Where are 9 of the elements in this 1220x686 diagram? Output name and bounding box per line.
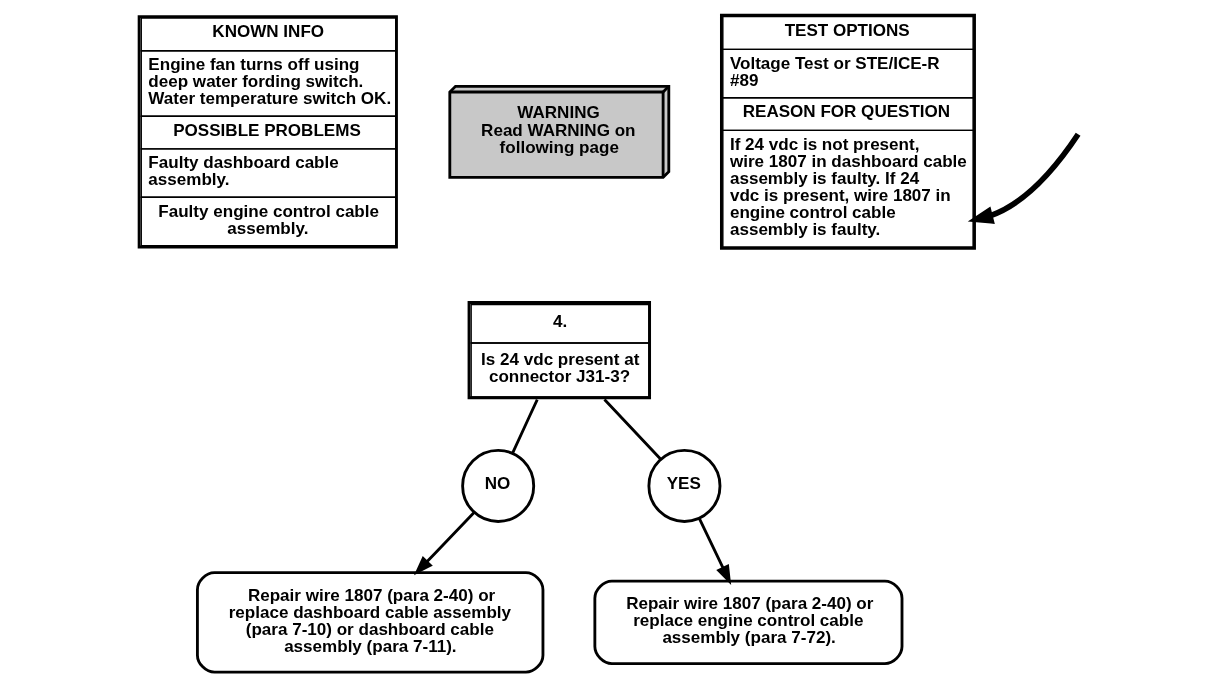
arrow — [967, 132, 1081, 224]
node-box: Repair wire 1807 (para 2-40) or replace dashboard cable assembly (para 7-10) or dashboard cable assembly (para 7-11). — [196, 571, 545, 674]
connector — [511, 398, 539, 454]
node-circle: NO — [461, 448, 536, 523]
node-box: Repair wire 1807 (para 2-40) or replace engine control cable assembly (para 7-72). — [593, 579, 904, 666]
connector — [603, 398, 662, 461]
arrow — [698, 517, 732, 585]
node-circle: YES — [647, 448, 722, 523]
arrow — [413, 511, 476, 576]
